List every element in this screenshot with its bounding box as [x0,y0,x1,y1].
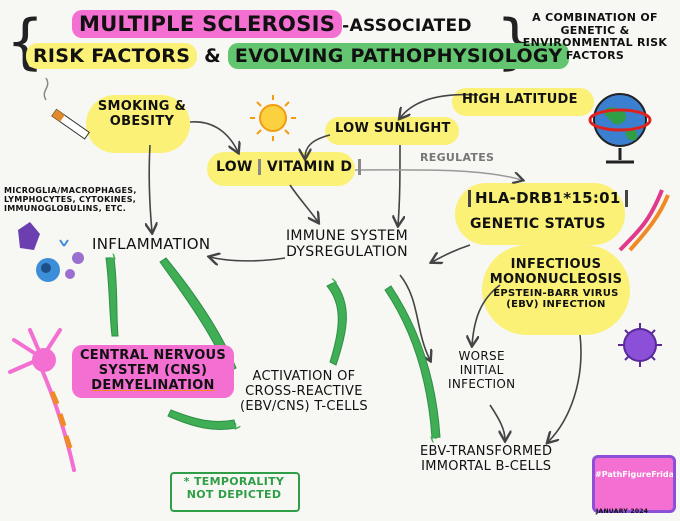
label-regulates: Regulates [420,151,495,164]
title-ms: Multiple Sclerosis [72,10,343,38]
side-note: A combination of genetic & environmental… [522,11,668,62]
arrow-immune-to-ebv [399,274,430,360]
low-sunlight-highlight [325,117,459,145]
node-mono-4: (EBV) Infection [506,299,606,311]
node-mono-1: Infectious [510,257,602,272]
arrow-hla-to-immune [432,244,471,262]
arrow-mono-to-ebv [548,334,582,442]
logo-text: #PathFigureFriday [595,470,676,479]
arrow-mono-to-worse [472,284,501,345]
temporality-note [170,472,300,512]
green-arrow-activation-to-cns [167,409,236,430]
node-activation: Activation of Cross-Reactive (EBV/CNS) T… [240,369,368,415]
arrow-vitamin-regulates-hla [354,169,522,180]
node-immune-dysregulation: Immune System Dysregulation [286,228,408,260]
node-low-sunlight: Low Sunlight [335,121,451,136]
green-arrow-ebv-to-activation [384,285,441,438]
arrow-smoking-to-vitamin [189,121,238,152]
title-amp: & [204,45,221,67]
node-cns: Central Nervous System (CNS) Demyelinati… [72,345,234,398]
node-low-vitamin-d: Low Vitamin D [216,159,362,175]
node-low-vitamin-d-name: Vitamin D [257,159,362,175]
page-title-line1: Multiple Sclerosis-associated [72,10,472,38]
green-arrow-inflammation-to-cns [105,258,118,337]
pathfigurefriday-logo: #PathFigureFriday [592,455,676,513]
high-latitude-highlight [452,88,594,116]
node-ebv-bcells: EBV-Transformed Immortal B-Cells [420,444,553,475]
hla-highlight [455,183,625,245]
node-mono-2: Mononucleosis [489,271,623,287]
node-activation-2: Cross-Reactive [245,383,363,399]
arrow-sunlight-to-immune [398,144,400,225]
node-smoking-obesity: Smoking & Obesity [97,99,187,129]
arrow-smoking-to-inflammation [149,144,152,232]
arrow-latitude-to-sunlight [400,93,479,118]
node-cns-1: Central Nervous [79,348,227,363]
node-worse-3: Infection [448,376,516,391]
temporality-note-2: not depicted [186,487,282,501]
arrow-sunlight-to-vitamin [305,134,331,158]
node-worse-1: Worse [458,349,505,363]
node-mono: Infectious Mononucleosis Epstein-Barr Vi… [488,257,624,311]
node-activation-1: Activation of [252,369,356,384]
node-activation-3: (EBV/CNS) T-Cells [240,398,368,414]
node-immune-cells-label: Microglia/macrophages, lymphocytes, cyto… [4,186,137,214]
node-ebv-2: Immortal B-Cells [421,458,552,474]
node-mono-3: Epstein-Barr Virus [493,287,619,299]
green-arrow-activation-to-inflammation [159,257,237,372]
node-cns-2: System (CNS) [98,362,208,378]
low-vitamin-d-highlight [207,152,355,186]
logo-date: January 2024 [596,508,649,515]
arrow-vitamin-to-immune [289,184,318,222]
smoking-obesity-highlight [86,95,190,153]
temporality-note-text: * Temporality not depicted [176,475,292,501]
title-associated: -associated [342,16,472,36]
node-immune-dysregulation-1: Immune System [286,228,409,244]
node-worse-2: Initial [459,362,504,377]
node-hla: HLA-DRB1*15:01 [468,189,628,208]
mono-highlight [482,245,630,335]
title-pathophysiology: Evolving Pathophysiology [227,43,570,69]
node-inflammation: Inflammation [92,235,211,253]
node-cns-3: Demyelination [91,377,215,393]
green-arrow-immune-to-activation [326,282,347,366]
node-genetic-status: Genetic Status [470,216,606,232]
arrow-worse-to-ebv [489,404,505,440]
node-worse-infection: Worse Initial Infection [448,349,516,391]
page-title-line2: Risk Factors & Evolving Pathophysiology [26,43,570,69]
arrow-immune-to-inflammation [210,257,286,261]
node-ebv-1: EBV-Transformed [420,444,553,459]
temporality-note-1: * Temporality [183,475,285,488]
node-high-latitude: High Latitude [462,92,578,107]
node-immune-dysregulation-2: Dysregulation [286,244,408,261]
title-risk-factors: Risk Factors [26,43,198,69]
node-low-vitamin-d-low: Low [216,159,253,175]
